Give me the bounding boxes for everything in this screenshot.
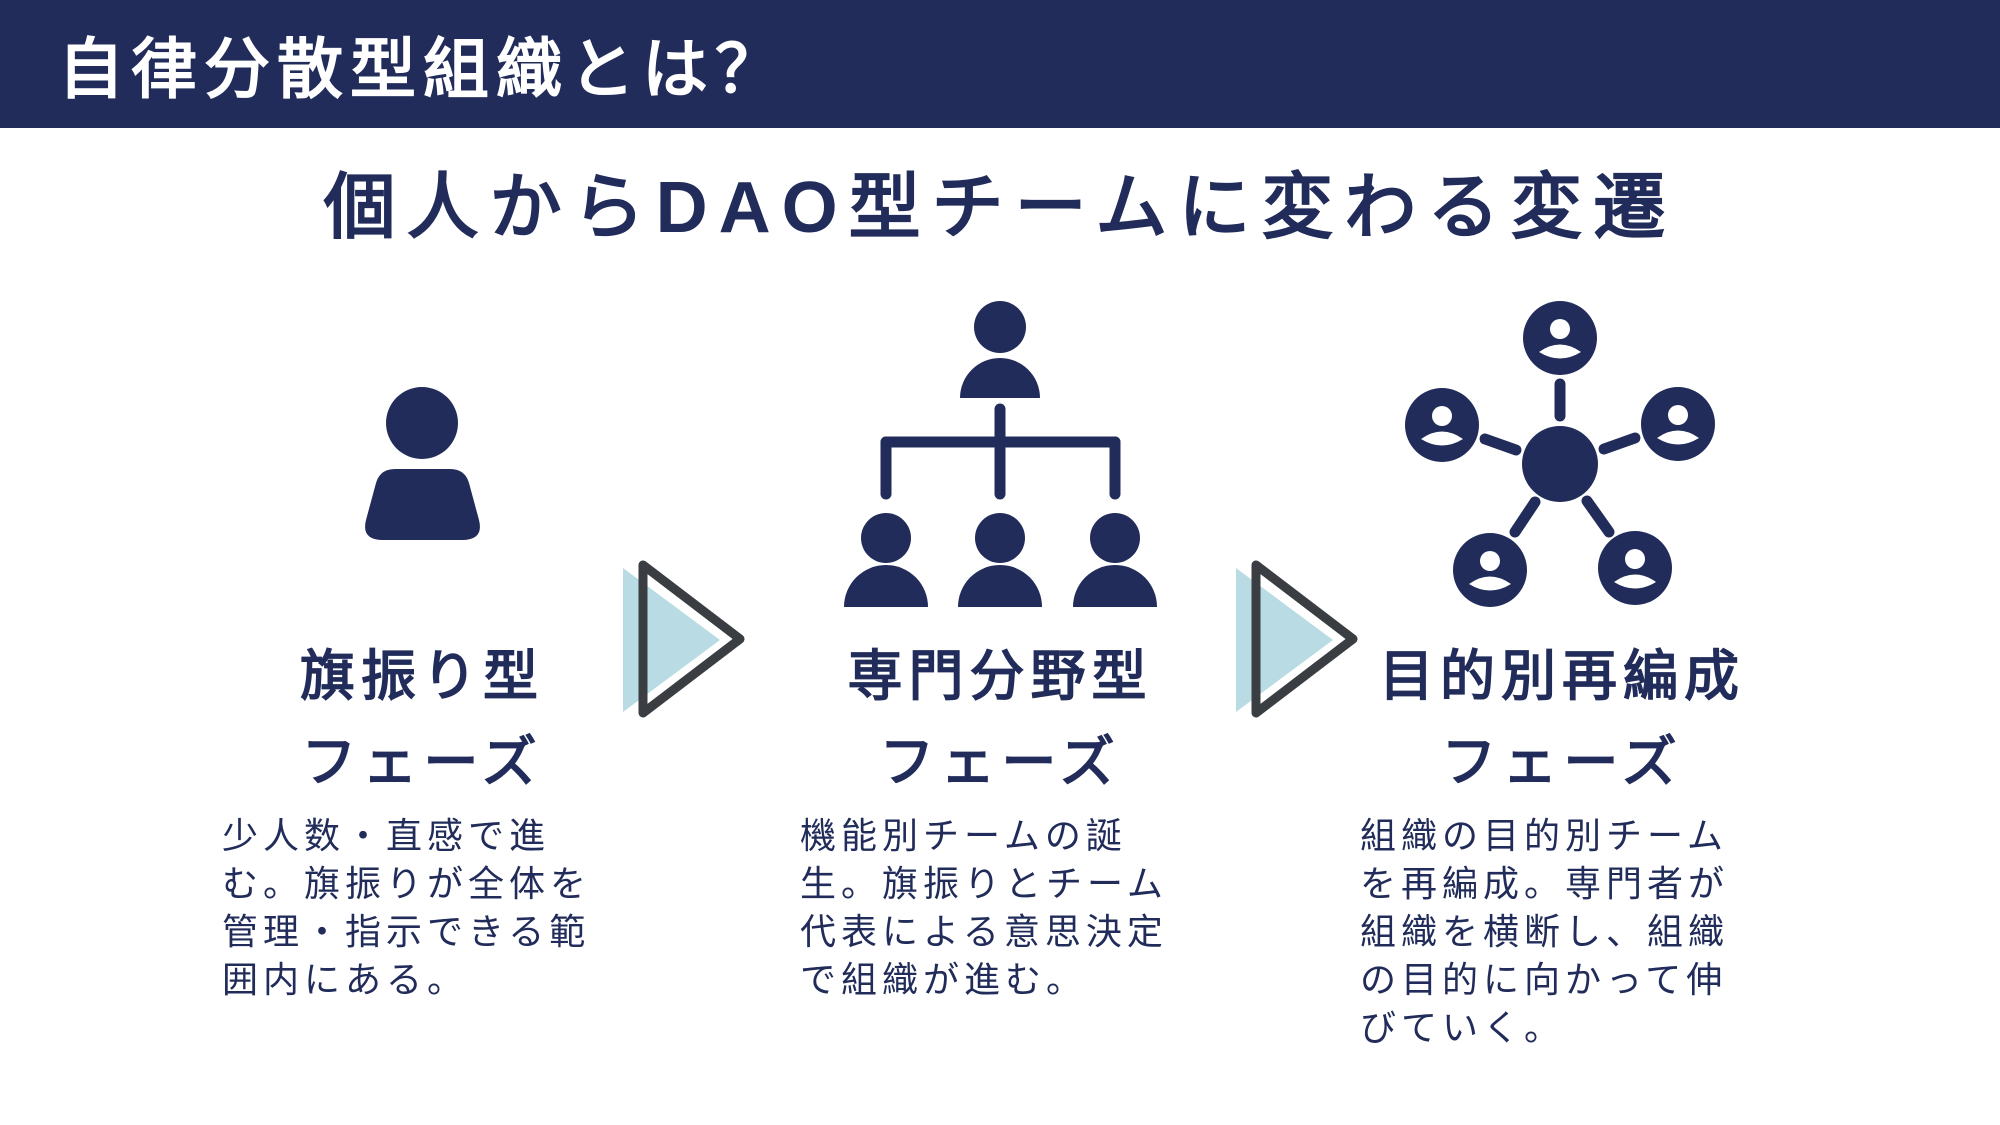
network-team-icon	[1405, 301, 1715, 607]
page-title: 個人からDAO型チームに変わる変遷	[323, 168, 1677, 248]
phase-2-title-line1: 専門分野型	[847, 645, 1153, 707]
header-bar: 自律分散型組織とは？	[0, 0, 2000, 128]
member-node	[1641, 387, 1715, 461]
phase-1-title-line2: フェーズ	[301, 731, 543, 793]
hierarchy-org-chart-icon	[844, 301, 1157, 607]
member-node	[1405, 388, 1479, 462]
person-body	[365, 469, 480, 540]
phase-1-title: 旗振り型 フェーズ	[172, 633, 672, 805]
arrow-outline	[638, 560, 745, 718]
member-node	[1453, 533, 1527, 607]
arrow-outline	[1251, 560, 1358, 718]
arrow-right-icon	[1236, 560, 1358, 718]
arrow-right-icon	[623, 560, 745, 718]
phase-1-title-line1: 旗振り型	[299, 645, 544, 707]
phase-3-title-line2: フェーズ	[1441, 731, 1683, 793]
member-node	[1523, 301, 1597, 375]
network-hub	[1522, 426, 1598, 502]
phase-3-title: 目的別再編成 フェーズ	[1312, 633, 1812, 805]
person-head	[386, 387, 458, 459]
phase-3-title-line1: 目的別再編成	[1378, 645, 1745, 707]
phase-2-description: 機能別チームの誕 生。旗振りとチーム 代表による意思決定 で組織が進む。	[800, 815, 1168, 1000]
member-node	[1598, 531, 1672, 605]
phase-3-description: 組織の目的別チーム を再編成。専門者が 組織を横断し、組織 の目的に向かって伸 …	[1360, 815, 1730, 1048]
phase-2-title-line2: フェーズ	[879, 731, 1121, 793]
phase-1-description: 少人数・直感で進 む。旗振りが全体を 管理・指示できる範 囲内にある。	[222, 815, 592, 1000]
header-title: 自律分散型組織とは？	[58, 32, 788, 106]
phase-2-title: 専門分野型 フェーズ	[750, 633, 1250, 805]
single-person-icon	[365, 387, 480, 540]
